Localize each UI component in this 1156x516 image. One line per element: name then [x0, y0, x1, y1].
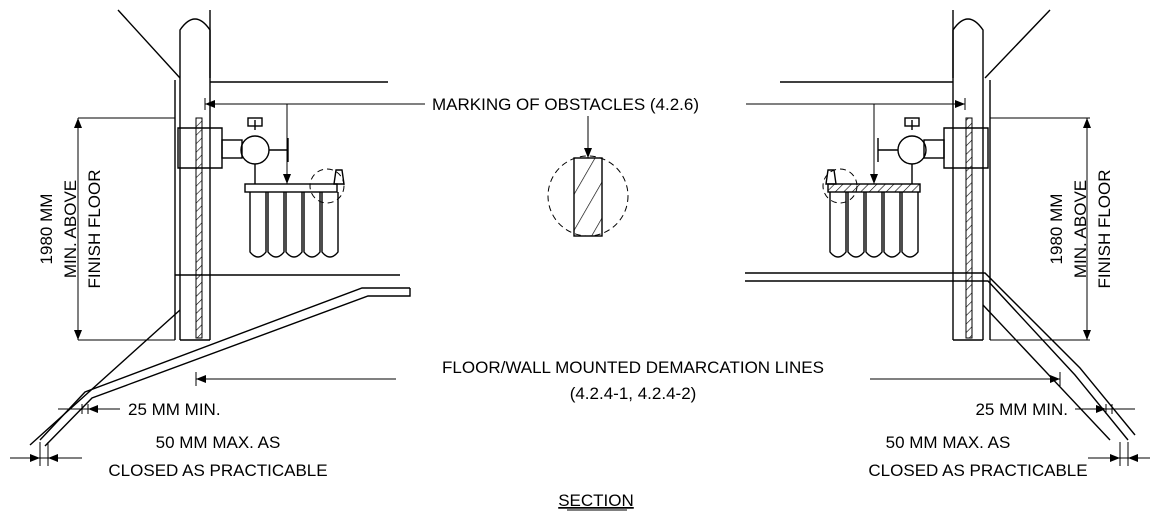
left-ramp-lower	[44, 288, 411, 447]
left-valve-body	[240, 135, 270, 165]
left-side-detail: 1980 MM MIN. ABOVE FINISH FLOOR 25 MM MI…	[10, 9, 411, 480]
left-detail-circle	[309, 168, 345, 204]
left-50mm-label-2: CLOSED AS PRACTICABLE	[108, 461, 327, 480]
right-radiator-header	[827, 183, 921, 193]
right-height-label-2: MIN. ABOVE	[1071, 180, 1090, 278]
right-ceiling-corner-line	[984, 9, 1051, 79]
right-side-detail: 1980 MM MIN. ABOVE FINISH FLOOR 25 MM MI…	[745, 9, 1150, 480]
right-50mm-label-2: CLOSED AS PRACTICABLE	[868, 461, 1087, 480]
demarcation-label-2: (4.2.4-1, 4.2.4-2)	[570, 384, 697, 403]
right-valve-body	[897, 135, 927, 165]
left-column-demarcation-strip	[195, 117, 203, 339]
left-ramp-upper	[39, 287, 410, 441]
marking-obstacles-label: MARKING OF OBSTACLES (4.2.6)	[432, 95, 699, 114]
section-title: SECTION	[558, 491, 634, 510]
right-height-label-1: 1980 MM	[1047, 194, 1066, 265]
demarcation-label-1: FLOOR/WALL MOUNTED DEMARCATION LINES	[442, 358, 824, 377]
center-hatched-obstacle	[573, 157, 603, 237]
left-height-label-3: FINISH FLOOR	[85, 169, 104, 288]
left-column	[179, 18, 211, 340]
left-ceiling-corner-line	[117, 9, 181, 79]
left-height-label-2: MIN. ABOVE	[61, 180, 80, 278]
left-radiator-header	[244, 183, 338, 193]
right-height-label-3: FINISH FLOOR	[1095, 169, 1114, 288]
center-annotations: MARKING OF OBSTACLES (4.2.6) FLOOR/WALL …	[195, 95, 1061, 511]
right-50mm-label-1: 50 MM MAX. AS	[886, 433, 1011, 452]
left-height-label-1: 1980 MM	[37, 194, 56, 265]
left-25mm-label: 25 MM MIN.	[128, 400, 221, 419]
right-detail-circle	[822, 168, 858, 204]
left-50mm-label-1: 50 MM MAX. AS	[156, 433, 281, 452]
right-25mm-label: 25 MM MIN.	[975, 400, 1068, 419]
right-column-demarcation-strip	[965, 117, 973, 339]
right-radiator-coils	[829, 192, 919, 258]
left-pipe-clamp	[177, 127, 223, 169]
left-radiator-coils	[249, 192, 339, 258]
right-ramp-upper	[745, 272, 1136, 436]
right-column	[952, 18, 984, 340]
